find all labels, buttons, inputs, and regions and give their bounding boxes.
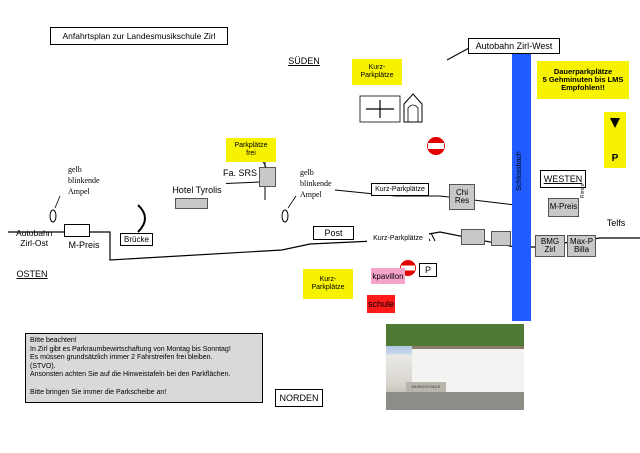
parking-p-small: P — [419, 263, 437, 277]
schlossbach-river — [512, 54, 531, 321]
bridge-icon — [137, 204, 146, 233]
bruecke-label: Brücke — [120, 233, 153, 246]
parking-arrow-icon — [610, 118, 620, 128]
photo-sign: MUSIKSCHULE — [406, 382, 446, 392]
m-preis-right: M-Preis — [548, 198, 579, 217]
notice-line: Ansonsten achten Sie auf die Hinweistafe… — [30, 371, 231, 379]
notice-line: In Zirl gibt es Parkraumbewirtschaftung … — [30, 345, 231, 353]
traffic-light-right-icon — [281, 209, 289, 223]
short-parking-top: Kurz-Parkplätze — [352, 59, 402, 85]
notice-line: Bitte beachten! — [30, 337, 77, 344]
direction-west: WESTEN — [540, 170, 586, 188]
photo-trees — [386, 324, 524, 346]
notice-box: Bitte beachten! In Zirl gibt es Parkraum… — [25, 333, 263, 403]
kurz-parkplatze-north: Kurz-Parkplätze — [371, 183, 429, 196]
notice-line — [30, 380, 258, 389]
building-right-1 — [461, 229, 485, 245]
photo-ground — [386, 392, 524, 410]
school-label: schule — [367, 295, 395, 313]
schlossbach-label: Schlossbach — [516, 151, 523, 191]
traffic-light-left-icon — [49, 209, 57, 223]
school-photo: MUSIKSCHULE — [386, 324, 524, 410]
short-parking-middle: Kurz-Parkplätze — [303, 269, 353, 299]
rimini-label: Rimini — [579, 184, 586, 198]
m-preis-left: M-Preis — [64, 238, 104, 252]
box-m-preis-left — [64, 224, 90, 237]
motorway-east-label: Autobahn Zirl-Ost — [16, 228, 53, 248]
map-title: Anfahrtsplan zur Landesmusikschule Zirl — [50, 27, 228, 45]
fa-srs-building — [259, 167, 276, 187]
hotel-tyrolis: Hotel Tyrolis — [168, 182, 226, 197]
post-label: Post — [313, 226, 354, 240]
direction-south: SÜDEN — [283, 52, 325, 70]
kurz-parkplatze-south: Kurz-Parkplätze — [367, 232, 429, 245]
direction-east: OSTEN — [14, 266, 50, 282]
notice-line: Es müssen grundsätzlich immer 2 Fahrstre… — [30, 354, 213, 362]
direction-north: NORDEN — [275, 389, 323, 407]
telfs-label: Telfs — [597, 215, 635, 231]
bmg-zirl: BMG Zirl — [535, 235, 565, 257]
notice-line: (STVO). — [30, 362, 56, 370]
notice-line: Bitte bringen Sie immer die Parkscheibe … — [30, 388, 167, 396]
no-entry-icon — [427, 137, 445, 155]
motorway-west-label: Autobahn Zirl-West — [468, 38, 560, 54]
parking-p-big: P — [604, 112, 626, 168]
fa-srs-label: Fa. SRS — [220, 166, 260, 180]
road-north-branch — [334, 189, 516, 206]
pavillon-label: kpavillon — [371, 268, 405, 284]
building-right-2 — [491, 231, 511, 246]
hotel-building — [175, 198, 208, 209]
church-icon — [403, 93, 423, 123]
